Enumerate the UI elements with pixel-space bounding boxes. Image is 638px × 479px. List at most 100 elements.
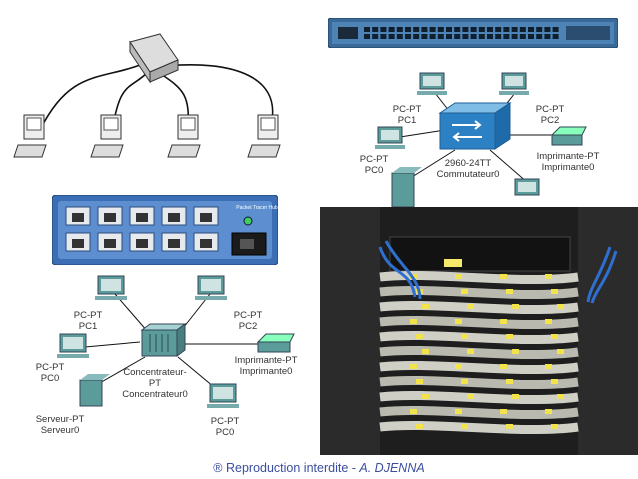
- switch-port: [536, 27, 543, 32]
- switch-port: [511, 27, 518, 32]
- pc-icon: [95, 275, 127, 300]
- label-hub-type-2: PT: [149, 378, 161, 389]
- cable-tag: [500, 274, 507, 279]
- switch-port: [446, 27, 452, 32]
- cable-tag: [545, 274, 552, 279]
- hub-module-panel: Packet Tracer Hub: [51, 194, 279, 266]
- switch-port: [380, 27, 387, 32]
- hub-device-icon: [129, 33, 179, 84]
- cable-bundle: [379, 270, 579, 285]
- cable-tag: [557, 304, 564, 309]
- server-icon: [391, 167, 422, 208]
- switch-port: [364, 34, 370, 39]
- cable-tag: [467, 304, 474, 309]
- switch-port: [429, 27, 436, 32]
- hub-topology-diagram: PC-PT PC1 PC-PT PC2 PC-PT PC0 Concentrat…: [20, 272, 310, 452]
- cable-bundle: [379, 405, 579, 420]
- switch-port: [503, 27, 510, 32]
- cable-bundle: [379, 330, 579, 345]
- switch-port: [405, 27, 411, 32]
- server-rack-photo: [320, 207, 638, 455]
- switch-port: [388, 27, 395, 32]
- cable-tag: [410, 409, 417, 414]
- switch-front-panel: [327, 17, 619, 49]
- label-hub-name: Concentrateur0: [122, 389, 187, 400]
- cable-tag: [545, 319, 552, 324]
- cable-bundle: [379, 300, 579, 315]
- label-pc1-name: PC1: [79, 321, 97, 332]
- label-pc0-type: PC-PT: [36, 362, 65, 373]
- switch-port: [519, 27, 526, 32]
- cable-bundle: [379, 285, 579, 300]
- switch-port: [437, 34, 444, 39]
- cable-tag: [557, 349, 564, 354]
- cable-tag: [506, 334, 513, 339]
- cable-bundles: [379, 270, 579, 435]
- hub-port-grid: [65, 206, 219, 252]
- cable-tag: [461, 424, 468, 429]
- switch-port: [478, 27, 485, 32]
- cable-tag: [416, 424, 423, 429]
- cable-tag: [422, 349, 429, 354]
- pc-icon: [514, 178, 540, 196]
- pc-icon: [247, 114, 281, 158]
- pc-icon: [195, 275, 227, 300]
- switch-port: [413, 27, 420, 32]
- hub-concentrator-icon: [140, 323, 187, 357]
- switch-port: [487, 27, 493, 32]
- pc-icon: [499, 72, 529, 95]
- switch-port: [454, 34, 461, 39]
- footer-author: A. DJENNA: [359, 461, 425, 475]
- cable-tag: [557, 394, 564, 399]
- switch-port: [503, 34, 510, 39]
- switch-port: [478, 34, 485, 39]
- cable-tag: [461, 334, 468, 339]
- switch-port: [544, 27, 551, 32]
- pc-icon: [167, 114, 201, 158]
- printer-icon: [256, 333, 295, 353]
- cable-tag: [416, 334, 423, 339]
- cable-tag: [500, 319, 507, 324]
- label-pcb-type: PC-PT: [211, 416, 240, 427]
- cable-tag: [500, 364, 507, 369]
- label-printer-name: Imprimante0: [542, 162, 595, 173]
- cable-tag: [410, 364, 417, 369]
- cable-tag: [512, 304, 519, 309]
- label-printer-name: Imprimante0: [240, 366, 293, 377]
- hub-brand-label: Packet Tracer Hub: [236, 205, 278, 211]
- label-pc2-name: PC2: [541, 115, 559, 126]
- cable-tag: [455, 364, 462, 369]
- label-pc1-type: PC-PT: [74, 310, 103, 321]
- label-pc1-name: PC1: [398, 115, 416, 126]
- switch-port: [396, 34, 403, 39]
- cable-tag: [545, 364, 552, 369]
- label-switch-model: 2960-24TT: [445, 158, 492, 169]
- server-icon: [79, 374, 110, 407]
- switch-port: [388, 34, 395, 39]
- label-pcb-name: PC0: [216, 427, 234, 438]
- switch-port: [372, 34, 379, 39]
- cable-bundle: [379, 315, 579, 330]
- switch-port: [364, 27, 370, 32]
- cable-tag: [461, 379, 468, 384]
- switch-port: [405, 34, 411, 39]
- pc-icon: [375, 126, 405, 149]
- switch-port: [372, 27, 379, 32]
- switch-port: [528, 34, 534, 39]
- switch-port: [470, 27, 477, 32]
- switch-port: [552, 34, 559, 39]
- label-printer-type: Imprimante-PT: [235, 355, 298, 366]
- switch-2960-icon: [438, 102, 512, 150]
- label-server-name: Serveur0: [41, 425, 80, 436]
- copyright-footer: ® Reproduction interdite - A. DJENNA: [0, 461, 638, 475]
- label-pc2-name: PC2: [239, 321, 257, 332]
- label-pc2-type: PC-PT: [536, 104, 565, 115]
- cable-tag: [506, 424, 513, 429]
- switch-port: [528, 27, 534, 32]
- cable-tag: [551, 379, 558, 384]
- cable-tag: [551, 334, 558, 339]
- switch-port: [446, 34, 452, 39]
- cable-tag: [506, 379, 513, 384]
- pc-icon: [13, 114, 47, 158]
- switch-port: [380, 34, 387, 39]
